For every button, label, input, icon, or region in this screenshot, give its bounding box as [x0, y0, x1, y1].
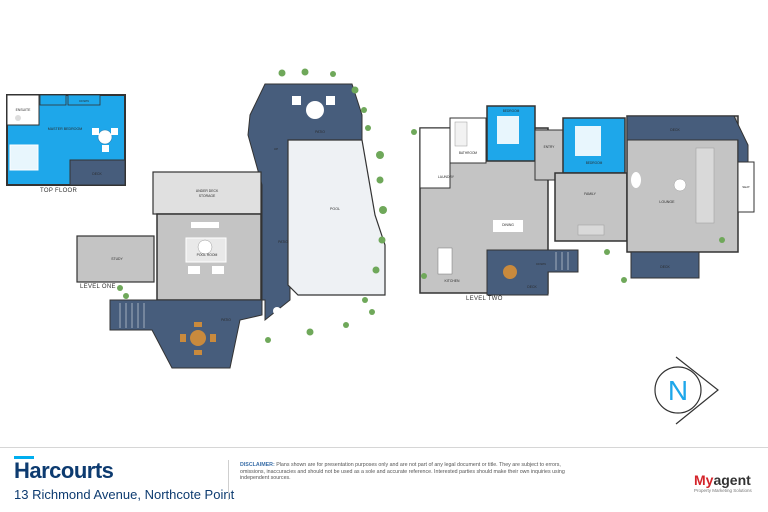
patio-up-label: UP: [274, 147, 278, 151]
upper-deck-label: DECK: [670, 128, 680, 132]
level-one-label: LEVEL ONE: [80, 284, 116, 290]
disclaimer-label: DISCLAIMER:: [240, 462, 275, 468]
dining-table-icon: [493, 220, 523, 232]
floor-plan: MASTER BEDROOM ENSUITE DECK DOWN: [6, 68, 755, 425]
study-area: [76, 235, 155, 283]
lounge-deck-area: [630, 251, 700, 279]
myagent-logo-my: My: [694, 472, 714, 488]
brand-logo: Harcourts: [14, 458, 114, 483]
laundry-label: LAUNDRY: [438, 175, 455, 179]
brand-accent-bar: [14, 456, 34, 459]
dining-deck-area: [486, 249, 579, 296]
patio-table-icon: [306, 101, 324, 119]
footer-vertical-divider: [228, 460, 229, 500]
dining-deck-label: DECK: [527, 285, 537, 289]
master-bed-icon: [9, 144, 39, 171]
table-icon: [97, 129, 113, 145]
patio-area: [247, 83, 363, 322]
lounge-label: LOUNGE: [659, 200, 675, 204]
top-floor-label: TOP FLOOR: [40, 188, 78, 194]
lounge-sofa-icon: [695, 147, 715, 224]
entry-label: ENTRY: [544, 145, 556, 149]
deck-table-icon: [503, 265, 517, 279]
top-floor-plan: MASTER BEDROOM ENSUITE DECK DOWN: [6, 94, 126, 186]
seat-label: SEAT: [742, 185, 750, 189]
top-deck-area: [69, 159, 126, 186]
bedroom-one-bed-icon: [497, 116, 519, 144]
bedroom-one-label: BEDROOM: [503, 109, 520, 113]
deck-down-label: DOWN: [536, 262, 546, 266]
lower-patio-table-icon: [190, 330, 206, 346]
top-deck-label: DECK: [92, 172, 102, 176]
ensuite-label: ENSUITE: [16, 108, 31, 112]
bedroom-two-label: BEDROOM: [586, 161, 603, 165]
under-deck-label: UNDER DECK: [196, 189, 219, 193]
bathroom-label: BATHROOM: [459, 151, 478, 155]
level-two-label: LEVEL TWO: [466, 296, 503, 302]
kitchen-label: KITCHEN: [445, 279, 460, 283]
property-address: 13 Richmond Avenue, Northcote Point: [14, 487, 235, 502]
disclaimer-text: Plans shown are for presentation purpose…: [240, 462, 565, 482]
study-label: STUDY: [111, 257, 123, 261]
master-bedroom-label: MASTER BEDROOM: [48, 127, 83, 131]
family-label: FAMILY: [584, 192, 597, 196]
top-down-label: DOWN: [79, 99, 89, 103]
compass: N: [654, 356, 719, 425]
lounge-deck-label: DECK: [660, 265, 670, 269]
laundry-area: [419, 127, 451, 189]
entry-area: [534, 129, 564, 181]
myagent-tagline: Property Marketing Solutions: [694, 488, 752, 493]
pool-room-label: POOL ROOM: [197, 253, 218, 257]
storage-label: STORAGE: [199, 194, 216, 198]
seat-area: [737, 161, 755, 213]
bedroom-two-bed-icon: [575, 126, 601, 156]
ensuite-area: [6, 94, 40, 126]
myagent-logo-agent: agent: [713, 472, 751, 488]
under-deck-storage-area: [152, 171, 262, 215]
compass-circle: [654, 366, 702, 414]
kitchen-island-icon: [437, 247, 453, 275]
myagent-logo: Myagent: [694, 472, 751, 488]
patio-label: PATIO: [315, 130, 325, 134]
lower-patio-label: PATIO: [221, 318, 231, 322]
pool-label: POOL: [330, 207, 340, 211]
patio-mid-label: PATIO: [278, 240, 288, 244]
level-one-plan: UNDER DECK STORAGE POOL ROOM STUDY POOL …: [76, 83, 386, 369]
compass-north-label: N: [668, 375, 688, 406]
pool-area: [287, 139, 386, 296]
footer-divider: [0, 447, 768, 448]
disclaimer: DISCLAIMER: Plans shown are for presenta…: [240, 462, 570, 482]
dining-label: DINING: [502, 223, 514, 227]
shrub-icons: [117, 68, 725, 343]
level-two-plan: LAUNDRY BATHROOM BEDROOM BEDROOM ENTRY D…: [419, 105, 755, 296]
